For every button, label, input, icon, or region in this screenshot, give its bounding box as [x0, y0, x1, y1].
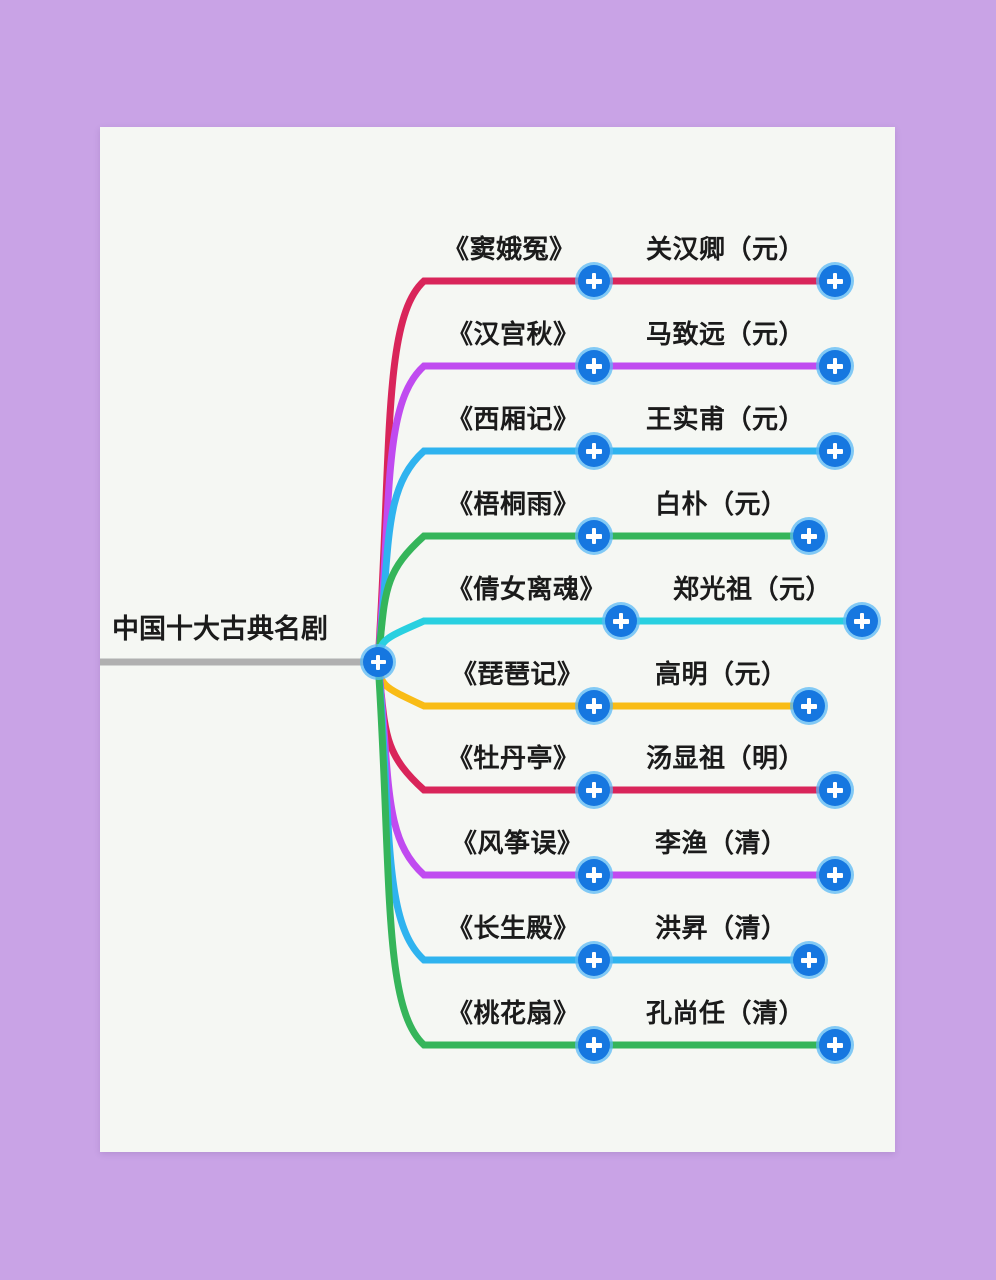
- branch-title-label: 《桃花扇》: [447, 998, 580, 1028]
- branch-author-label: 洪昇（清）: [655, 913, 788, 943]
- branch-mid-plus-icon[interactable]: [578, 350, 610, 382]
- branch-end-plus-icon[interactable]: [793, 690, 825, 722]
- branch-end-plus-icon[interactable]: [819, 859, 851, 891]
- branch-author-label: 汤显祖（明）: [646, 743, 806, 773]
- branch-author-label: 马致远（元）: [646, 319, 806, 349]
- branch-mid-plus-icon[interactable]: [578, 944, 610, 976]
- branch-title-label: 《倩女离魂》: [447, 574, 607, 604]
- branch-mid-plus-icon[interactable]: [578, 265, 610, 297]
- branch-mid-plus-icon[interactable]: [578, 774, 610, 806]
- branch-title-label: 《风筝误》: [451, 828, 584, 858]
- branch-end-plus-icon[interactable]: [819, 265, 851, 297]
- branch-end-plus-icon[interactable]: [793, 944, 825, 976]
- branch-end-plus-icon[interactable]: [819, 435, 851, 467]
- branch-end-plus-icon[interactable]: [819, 774, 851, 806]
- branch-mid-plus-icon[interactable]: [578, 435, 610, 467]
- branch-title-label: 《窦娥冤》: [443, 234, 576, 264]
- branch-title-label: 《西厢记》: [447, 404, 580, 434]
- branch-end-plus-icon[interactable]: [819, 1029, 851, 1061]
- branch-end-plus-icon[interactable]: [793, 520, 825, 552]
- branch-author-label: 白朴（元）: [655, 489, 788, 519]
- branch-author-label: 高明（元）: [655, 659, 788, 689]
- branch-mid-plus-icon[interactable]: [578, 1029, 610, 1061]
- branch-title-label: 《牡丹亭》: [447, 743, 580, 773]
- branch-author-label: 王实甫（元）: [646, 404, 806, 434]
- branch-author-label: 郑光祖（元）: [673, 574, 833, 604]
- branch-title-label: 《汉宫秋》: [447, 319, 580, 349]
- branch-end-plus-icon[interactable]: [819, 350, 851, 382]
- branch-title-label: 《长生殿》: [447, 913, 580, 943]
- branch-mid-plus-icon[interactable]: [605, 605, 637, 637]
- hub-plus-icon[interactable]: [363, 647, 393, 677]
- branch-author-label: 关汉卿（元）: [646, 234, 806, 264]
- branch-mid-plus-icon[interactable]: [578, 520, 610, 552]
- branch-end-plus-icon[interactable]: [846, 605, 878, 637]
- branch-author-label: 孔尚任（清）: [646, 998, 806, 1028]
- branch-mid-plus-icon[interactable]: [578, 690, 610, 722]
- branch-mid-plus-icon[interactable]: [578, 859, 610, 891]
- branch-title-label: 《琵琶记》: [451, 659, 584, 689]
- branch-author-label: 李渔（清）: [655, 828, 788, 858]
- branch-title-label: 《梧桐雨》: [447, 489, 580, 519]
- root-label: 中国十大古典名剧: [112, 614, 328, 644]
